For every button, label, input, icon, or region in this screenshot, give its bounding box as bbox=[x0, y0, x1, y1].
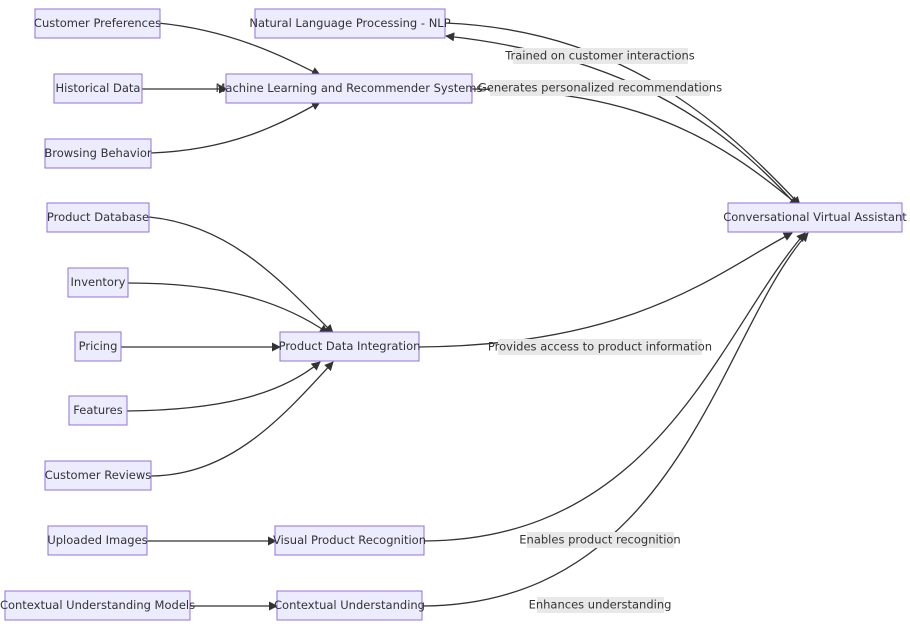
node-customer-reviews[interactable]: Customer Reviews bbox=[44, 460, 152, 491]
svg-text:Historical Data: Historical Data bbox=[56, 81, 141, 95]
svg-text:Pricing: Pricing bbox=[79, 339, 118, 353]
node-browsing-behavior[interactable]: Browsing Behavior bbox=[44, 138, 152, 169]
edge-inventory-to-pdi bbox=[127, 282, 329, 334]
node-features[interactable]: Features bbox=[68, 395, 128, 426]
edge-label-enables: Enables product recognition bbox=[519, 532, 681, 548]
edge-label-trained: Trained on customer interactions bbox=[504, 48, 695, 64]
svg-text:Enhances understanding: Enhances understanding bbox=[529, 598, 672, 612]
nodes: Customer Preferences Historical Data Bro… bbox=[0, 8, 907, 621]
svg-text:Conversational Virtual Assista: Conversational Virtual Assistant bbox=[723, 210, 907, 224]
node-customer-preferences[interactable]: Customer Preferences bbox=[34, 8, 161, 39]
svg-text:Machine Learning and Recommend: Machine Learning and Recommender Systems bbox=[216, 81, 483, 95]
edges bbox=[121, 22, 809, 611]
edge-database-to-pdi bbox=[148, 216, 334, 334]
node-pricing[interactable]: Pricing bbox=[74, 331, 122, 362]
svg-text:Inventory: Inventory bbox=[71, 275, 126, 289]
edge-reviews-to-pdi bbox=[150, 361, 334, 477]
node-product-data-integration[interactable]: Product Data Integration bbox=[279, 331, 421, 362]
svg-text:Contextual Understanding: Contextual Understanding bbox=[274, 598, 425, 612]
svg-text:Features: Features bbox=[73, 403, 122, 417]
node-nlp[interactable]: Natural Language Processing - NLP bbox=[249, 8, 451, 39]
edge-features-to-pdi bbox=[126, 361, 321, 412]
svg-text:Uploaded Images: Uploaded Images bbox=[47, 533, 147, 547]
svg-text:Visual Product Recognition: Visual Product Recognition bbox=[273, 533, 426, 547]
edge-pdi-to-assistant bbox=[418, 232, 793, 348]
edge-label-enhances: Enhances understanding bbox=[529, 597, 672, 613]
edge-cu-to-assistant bbox=[421, 232, 809, 607]
svg-text:Product Database: Product Database bbox=[47, 210, 149, 224]
svg-text:Generates personalized recomme: Generates personalized recommendations bbox=[478, 81, 722, 95]
node-ml-recommender[interactable]: Machine Learning and Recommender Systems bbox=[216, 73, 483, 104]
node-contextual-understanding[interactable]: Contextual Understanding bbox=[274, 590, 425, 621]
edge-label-generates: Generates personalized recommendations bbox=[478, 80, 722, 96]
svg-text:Browsing Behavior: Browsing Behavior bbox=[44, 146, 152, 160]
svg-text:Trained on customer interactio: Trained on customer interactions bbox=[504, 49, 695, 63]
edge-preferences-to-ml bbox=[157, 22, 321, 76]
node-historical-data[interactable]: Historical Data bbox=[53, 73, 143, 104]
edge-ml-to-assistant bbox=[471, 88, 799, 206]
svg-text:Provides access to product inf: Provides access to product information bbox=[488, 340, 712, 354]
edge-labels: Trained on customer interactions Generat… bbox=[478, 48, 722, 613]
node-uploaded-images[interactable]: Uploaded Images bbox=[47, 525, 148, 556]
node-product-database[interactable]: Product Database bbox=[46, 202, 150, 233]
node-contextual-models[interactable]: Contextual Understanding Models bbox=[0, 590, 195, 621]
edge-label-provides: Provides access to product information bbox=[488, 339, 712, 355]
svg-text:Enables product recognition: Enables product recognition bbox=[519, 533, 680, 547]
svg-text:Contextual Understanding Model: Contextual Understanding Models bbox=[0, 598, 195, 612]
node-conversational-assistant[interactable]: Conversational Virtual Assistant bbox=[723, 202, 907, 233]
node-visual-product-recognition[interactable]: Visual Product Recognition bbox=[273, 525, 426, 556]
node-inventory[interactable]: Inventory bbox=[67, 267, 129, 298]
svg-text:Customer Reviews: Customer Reviews bbox=[45, 468, 152, 482]
svg-text:Product Data Integration: Product Data Integration bbox=[279, 339, 421, 353]
svg-text:Customer Preferences: Customer Preferences bbox=[34, 16, 161, 30]
edge-browsing-to-ml bbox=[150, 101, 321, 154]
edge-vpr-to-assistant bbox=[423, 232, 806, 542]
svg-text:Natural Language Processing -: Natural Language Processing - NLP bbox=[249, 16, 450, 30]
